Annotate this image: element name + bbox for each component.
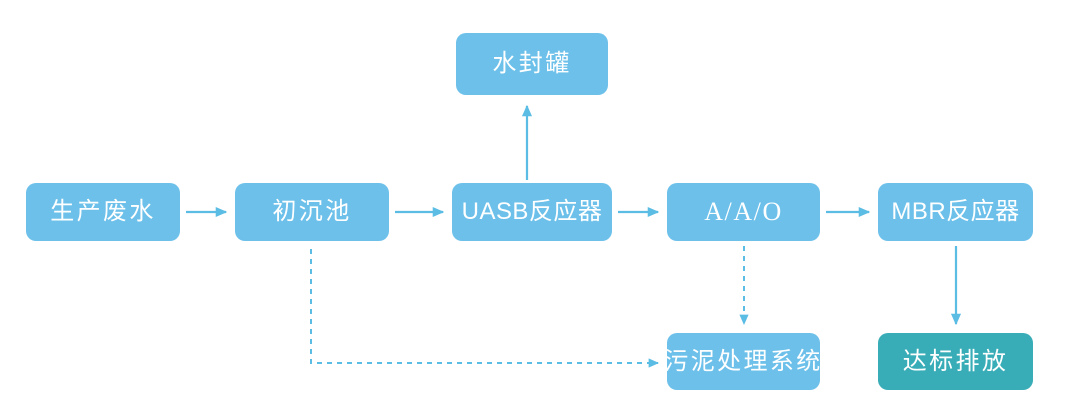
node-label-production-wastewater: 生产废水	[50, 198, 156, 225]
node-label-primary-sedimentation-tank: 初沉池	[272, 198, 352, 225]
node-mbr-reactor[interactable]: MBR反应器	[878, 183, 1033, 241]
node-production-wastewater[interactable]: 生产废水	[26, 183, 180, 241]
node-primary-sedimentation-tank[interactable]: 初沉池	[235, 183, 389, 241]
node-water-seal-tank[interactable]: 水封罐	[456, 33, 608, 95]
node-label-mbr-reactor: MBR反应器	[891, 198, 1020, 225]
node-compliant-discharge[interactable]: 达标排放	[878, 333, 1033, 390]
node-aao-reactor[interactable]: A/A/O	[667, 183, 820, 241]
node-label-sludge-treatment-system: 污泥处理系统	[664, 347, 823, 375]
node-sludge-treatment-system[interactable]: 污泥处理系统	[664, 333, 823, 390]
node-label-aao-reactor: A/A/O	[704, 197, 783, 226]
node-uasb-reactor[interactable]: UASB反应器	[452, 183, 612, 241]
node-label-uasb-reactor: UASB反应器	[461, 198, 603, 225]
node-label-compliant-discharge: 达标排放	[902, 347, 1009, 375]
connector-sedimentation-to-sludge	[310, 249, 660, 368]
node-label-water-seal-tank: 水封罐	[492, 50, 572, 77]
